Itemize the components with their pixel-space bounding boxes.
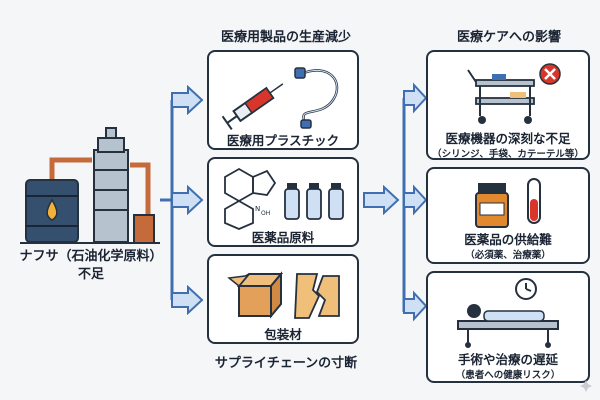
devices-label: 医療機器の深刻な不足	[445, 131, 571, 146]
middle-footer: サプライチェーンの寸断	[214, 356, 358, 371]
arrow-to-packaging	[171, 284, 204, 316]
arrow-to-medicine	[403, 184, 428, 216]
clock-icon	[515, 278, 537, 300]
iv-tube-icon	[294, 67, 339, 129]
source-label: ナフサ（石油化学原料） 不足	[6, 248, 176, 284]
arrow-to-plastic	[171, 84, 204, 116]
source-line-2: 不足	[77, 267, 104, 282]
svg-text:N: N	[255, 205, 260, 213]
molecule-icon: N OH	[224, 167, 277, 230]
source-line-1: ナフサ（石油化学原料）	[19, 249, 163, 264]
medicine-label: 医薬品の供給難	[464, 232, 552, 247]
packaging-label: 包装材	[264, 327, 302, 342]
devices-box: 医療機器の深刻な不足 （シリンジ、手袋、カテーテル等）	[426, 50, 590, 160]
arrow-main	[363, 184, 400, 216]
devices-sub: （シリンジ、手袋、カテーテル等）	[432, 149, 584, 160]
plastic-label: 医療用プラスチック	[226, 133, 340, 148]
medicine-box: 医薬品の供給難 （必須薬、治療薬）	[426, 167, 590, 264]
torn-paper-icon	[294, 273, 340, 319]
plastic-box: 医療用プラスチック	[207, 50, 359, 150]
pill-bottle-icon	[475, 183, 509, 228]
arrow-to-delay	[403, 290, 428, 322]
arrow-to-ingredients	[171, 184, 204, 216]
test-tube-icon	[527, 178, 541, 224]
middle-header: 医療用製品の生産減少	[220, 30, 351, 45]
medicine-sub: （必須薬、治療薬）	[465, 250, 551, 261]
arrow-to-devices	[403, 82, 428, 114]
medical-cart-icon	[467, 69, 535, 124]
delay-label: 手術や治療の遅延	[457, 352, 558, 367]
delay-box: 手術や治療の遅延 （患者への健康リスク）	[426, 271, 590, 383]
ingredients-box: N OH 医薬品原料	[207, 157, 359, 247]
right-header: 医療ケアへの影響	[456, 30, 561, 45]
x-mark-icon	[539, 63, 561, 85]
cardboard-box-icon	[227, 271, 284, 319]
hospital-bed-icon	[457, 304, 559, 348]
packaging-box: 包装材	[207, 254, 359, 344]
vials-icon	[284, 183, 344, 220]
delay-sub: （患者への健康リスク）	[455, 370, 561, 381]
ingredients-label: 医薬品原料	[251, 230, 315, 245]
svg-text:OH: OH	[261, 210, 270, 217]
syringe-icon	[221, 83, 284, 131]
